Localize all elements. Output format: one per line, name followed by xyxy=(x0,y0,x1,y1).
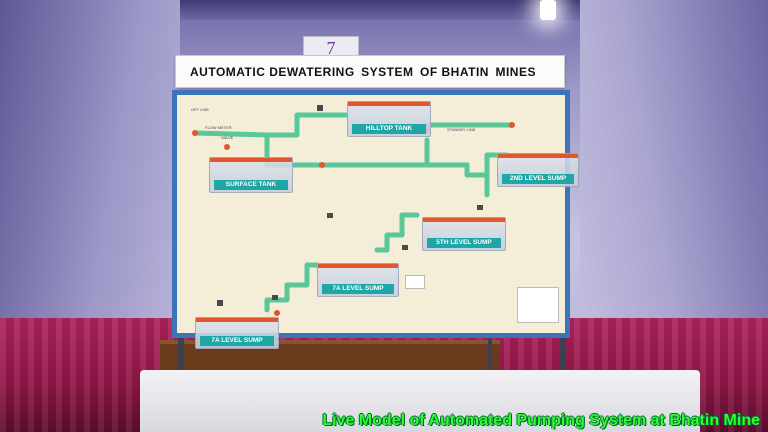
seven-a-level-sump-lower-label: 7A LEVEL SUMP xyxy=(200,336,274,346)
title-word-4: MINES xyxy=(495,64,536,79)
hilltop-tank-label: HILLTOP TANK xyxy=(352,124,426,134)
seven-a-level-sump-lower-lid xyxy=(196,318,278,322)
info-sheet xyxy=(517,287,559,323)
tube-light xyxy=(540,0,556,20)
stand-leg-mid xyxy=(488,335,492,375)
label-standby-line: STANDBY LINE xyxy=(447,127,476,132)
title-word-3: OF BHATIN xyxy=(420,64,489,79)
pipe-7a-lower xyxy=(264,262,320,313)
label-off-line: OFF LINE xyxy=(191,107,210,112)
surface-tank: SURFACE TANK xyxy=(209,157,293,193)
model-board: HILLTOP TANK SURFACE TANK 2ND LEVEL SUMP… xyxy=(172,90,579,349)
pipe-hilltop-surface xyxy=(264,112,350,158)
title-word-1: AUTOMATIC DEWATERING xyxy=(190,64,355,79)
label-flow-meter: FLOW METER xyxy=(205,125,232,130)
surface-tank-label: SURFACE TANK xyxy=(214,180,288,190)
second-level-sump: 2ND LEVEL SUMP xyxy=(497,153,579,187)
seven-a-level-sump-lower: 7A LEVEL SUMP xyxy=(195,317,279,349)
pipe-to-2nd xyxy=(424,152,510,178)
pipe-5th-7a xyxy=(374,212,420,253)
tent-ceiling xyxy=(0,0,768,20)
title-word-2: SYSTEM xyxy=(361,64,414,79)
stand-leg-right xyxy=(560,330,566,380)
surface-tank-lid xyxy=(210,158,292,162)
seven-a-level-sump-upper-label: 7A LEVEL SUMP xyxy=(322,284,394,294)
title-board: AUTOMATIC DEWATERING SYSTEM OF BHATIN MI… xyxy=(175,55,565,88)
hilltop-tank-lid xyxy=(348,102,430,106)
fifth-level-sump-label: 5TH LEVEL SUMP xyxy=(427,238,501,248)
seven-a-level-sump-upper-lid xyxy=(318,264,398,268)
photo-caption: Live Model of Automated Pumping System a… xyxy=(322,412,760,429)
tent-wall-left xyxy=(0,0,180,330)
tent-wall-right xyxy=(580,0,768,330)
info-tag xyxy=(405,275,425,289)
fifth-level-sump-lid xyxy=(423,218,505,222)
fifth-level-sump: 5TH LEVEL SUMP xyxy=(422,217,506,251)
second-level-sump-lid xyxy=(498,154,578,158)
pipe-off-line xyxy=(192,130,270,138)
white-table-cloth xyxy=(140,370,700,432)
pumps xyxy=(217,105,483,306)
seven-a-level-sump-upper: 7A LEVEL SUMP xyxy=(317,263,399,297)
hilltop-tank: HILLTOP TANK xyxy=(347,101,431,137)
second-level-sump-label: 2ND LEVEL SUMP xyxy=(502,174,574,184)
label-valve: VALVE xyxy=(221,135,234,140)
